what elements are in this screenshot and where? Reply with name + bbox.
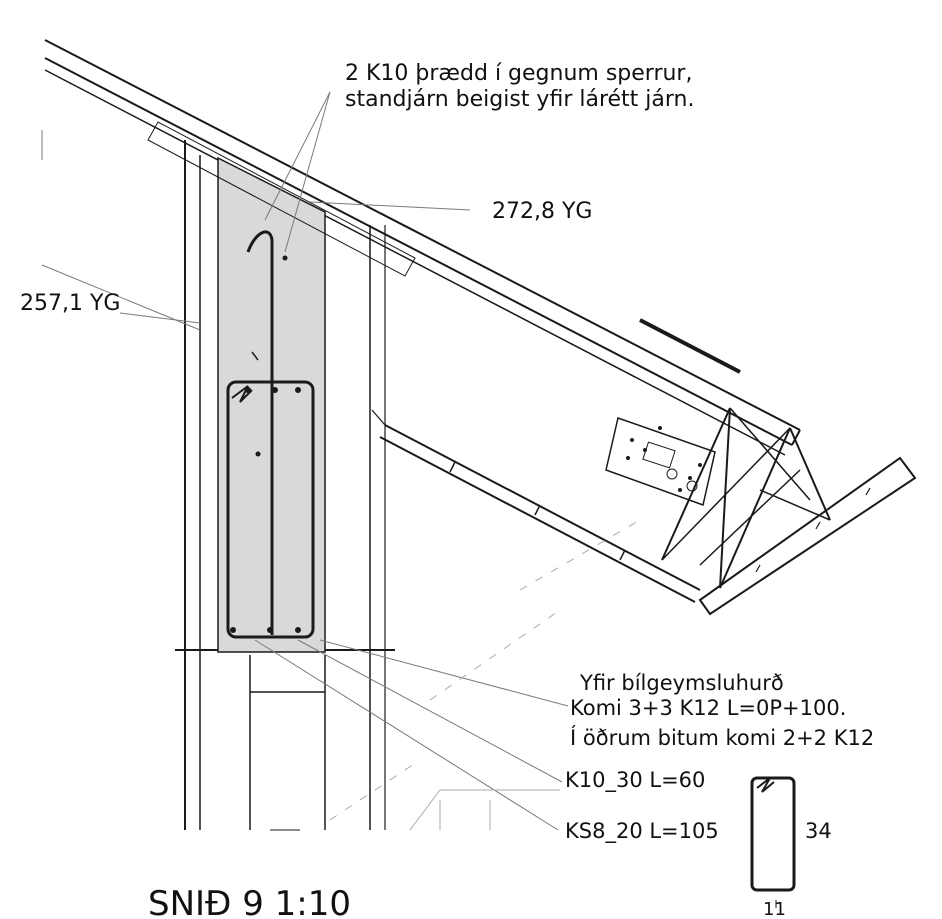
eave-outrigger: [698, 456, 917, 616]
concrete-beam: [147, 121, 416, 653]
ceiling-slope: [379, 424, 701, 603]
section-title: SNIÐ 9 1:10: [148, 884, 351, 919]
note-garage-line3: Í öðrum bitum komi 2+2 K12: [570, 725, 874, 750]
level-lower: 257,1 YG: [20, 291, 120, 316]
note-garage-line1: Yfir bílgeymsluhurð: [579, 671, 784, 695]
leader-lines: [41, 91, 569, 831]
connector-plate: [605, 417, 716, 506]
note-stirrup-ks8: KS8_20 L=105: [565, 819, 719, 844]
wall: [175, 140, 395, 831]
note-rebar-line1: 2 K10 þrædd í gegnum sperrur,: [345, 61, 692, 86]
stirrup-detail: [750, 776, 796, 908]
truss: [661, 407, 831, 589]
hidden-lines: [329, 519, 641, 831]
stirrup-height-dimension: 34: [805, 819, 832, 843]
level-upper: 272,8 YG: [492, 199, 592, 224]
roof-slope: [44, 39, 801, 456]
note-rebar-line2: standjárn beigist yfir lárétt járn.: [345, 87, 694, 112]
reinforcement: [226, 230, 315, 639]
stirrup-width-dimension: 11: [763, 899, 786, 919]
note-garage-line2: Komi 3+3 K12 L=0P+100.: [570, 696, 846, 720]
note-bar-k10: K10_30 L=60: [565, 768, 705, 793]
